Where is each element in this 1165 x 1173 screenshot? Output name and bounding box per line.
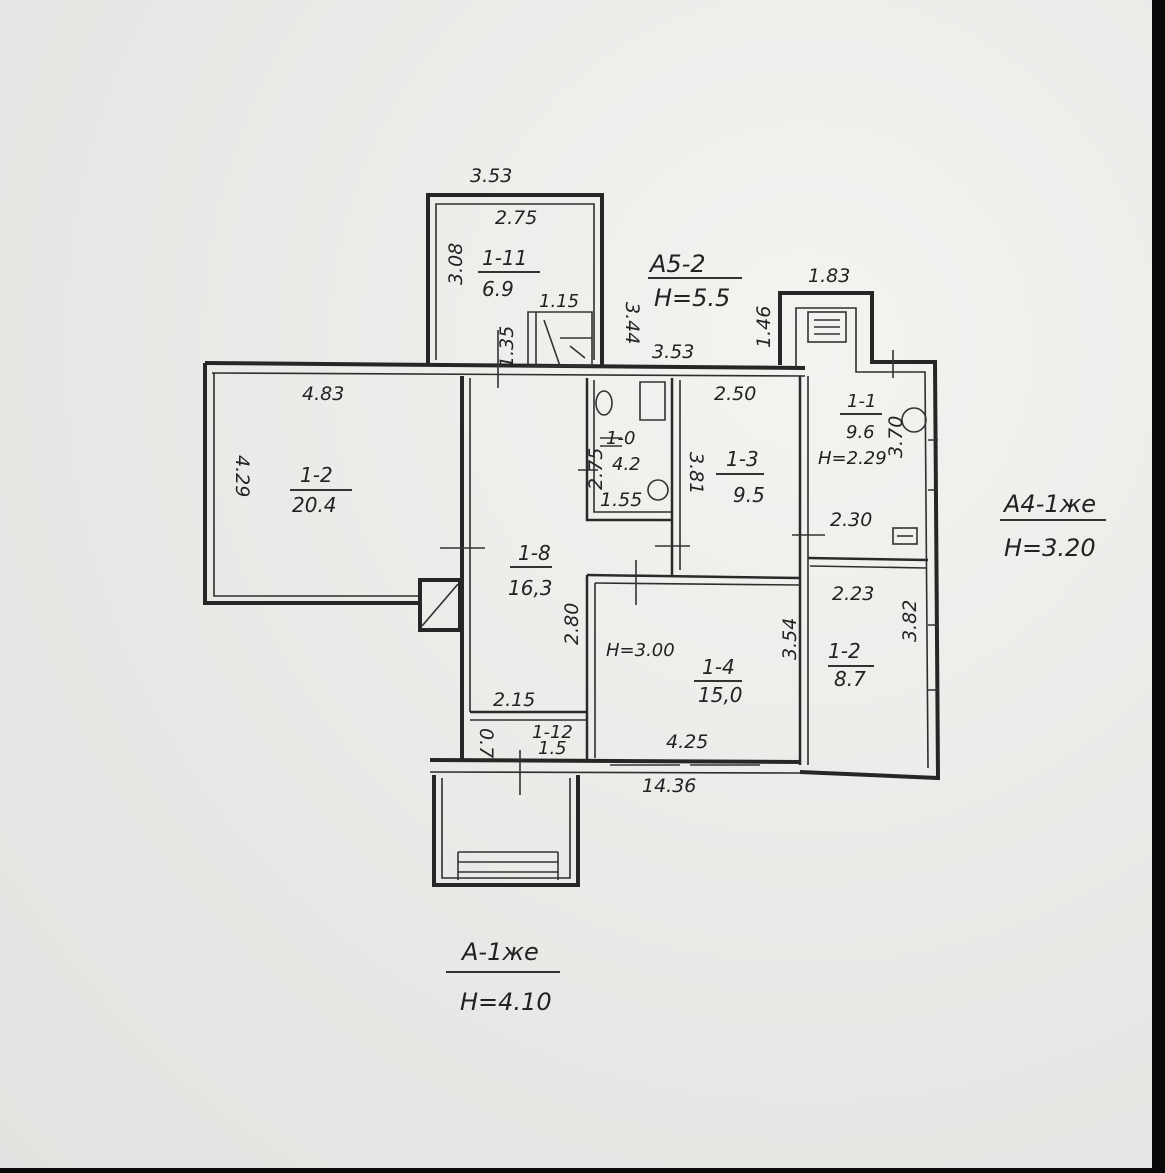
room-east-area: 8.7	[834, 667, 866, 691]
room-1-12-id: 1-12	[532, 722, 573, 743]
annex-right-height: 3.44	[621, 302, 643, 344]
room-1-1-width: 2.30	[830, 509, 872, 531]
room-1-11-id: 1-11	[482, 246, 527, 270]
room-1-4-height-dim: 3.54	[779, 618, 801, 660]
west-inner-wall	[213, 373, 420, 597]
room-west-width: 4.83	[302, 383, 344, 405]
block-a-title: A-1же	[460, 938, 539, 966]
room-1-4-north-wall	[586, 573, 801, 580]
annex-wall	[426, 193, 604, 365]
room-1-3-id: 1-3	[726, 447, 759, 471]
fixtures	[440, 311, 938, 880]
annex-outer-width: 3.53	[470, 165, 512, 187]
tower-height: 1.46	[753, 306, 775, 348]
room-1-11-area: 6.9	[482, 277, 514, 301]
room-1-8-id: 1-8	[518, 541, 551, 565]
annex-inner-width: 2.75	[495, 207, 537, 229]
block-a4-height: H=3.20	[1004, 534, 1096, 562]
meter-box	[892, 527, 918, 545]
bathtub	[639, 381, 666, 421]
west-wall-room-1-2	[203, 363, 420, 605]
room-1-12-depth: 0.7	[475, 728, 497, 758]
room-1-1-id: 1-1	[847, 391, 876, 412]
room-1-3-height: 3.81	[685, 452, 707, 494]
room-1-4-height: H=3.00	[606, 640, 675, 661]
room-1-10-area: 4.2	[612, 454, 641, 475]
porch-steps	[457, 851, 559, 880]
south-wall	[429, 758, 801, 764]
labels: 3.53 2.75 3.08 3.44 1-11 6.9 1.35 1.15 A…	[231, 165, 1106, 1016]
room-east-height: 3.82	[899, 600, 921, 642]
porch-wall	[432, 775, 580, 887]
porch-inner	[441, 778, 571, 879]
room-1-4-area: 15,0	[698, 683, 743, 707]
east-wing-inner	[795, 307, 929, 769]
room-1-10-id: 1-0	[606, 428, 635, 449]
bathroom-width: 1.55	[600, 489, 642, 511]
annex-stair-width: 1.15	[539, 291, 579, 312]
total-length: 14.36	[642, 775, 696, 797]
room-1-4-id: 1-4	[702, 655, 735, 679]
room-1-1-length: 3.70	[885, 416, 907, 458]
walls	[203, 193, 941, 887]
tower-width: 1.83	[808, 265, 850, 287]
bathroom-inner	[593, 380, 672, 513]
corridor-length: 2.80	[561, 603, 583, 645]
corridor-width-top: 3.53	[652, 341, 694, 363]
bathroom-wall	[585, 378, 672, 522]
room-east-id: 1-2	[828, 639, 861, 663]
corridor-bottom-width: 2.15	[493, 689, 535, 711]
room-west-area: 20.4	[292, 493, 337, 517]
annex-stair-lines	[535, 312, 592, 367]
block-a4-title: A4-1же	[1002, 490, 1096, 518]
annex-inner-wall	[435, 203, 595, 360]
south-outer-line	[429, 771, 801, 774]
room-1-1-height: H=2.29	[818, 448, 887, 469]
room-west-id: 1-2	[300, 463, 333, 487]
annex-left-height: 3.08	[445, 243, 467, 285]
room-1-4-width: 4.25	[666, 731, 708, 753]
toilet	[595, 390, 613, 416]
stove-lines	[814, 319, 840, 335]
boiler-1-1	[901, 407, 927, 433]
room-1-1-south-wall	[807, 556, 929, 562]
east-wing-wall	[778, 291, 941, 781]
room-1-3-area: 9.5	[733, 483, 765, 507]
room-1-1-south-inner	[809, 565, 927, 569]
sink	[600, 437, 622, 447]
north-wall	[204, 361, 806, 370]
annex-stair-depth: 1.35	[496, 326, 518, 368]
boiler-fixture	[647, 479, 669, 501]
door-marks	[440, 330, 894, 795]
bathroom-depth: 2.75	[585, 448, 607, 490]
annex-stair	[527, 311, 593, 367]
block-a5-title: A5-2	[648, 250, 706, 278]
east-windows	[928, 439, 938, 691]
stove-box	[807, 311, 847, 343]
room-west-height: 4.29	[231, 455, 253, 497]
chimney-diagonal	[421, 583, 459, 627]
block-a5-height: H=5.5	[654, 284, 730, 312]
north-inner-wall	[211, 372, 806, 377]
room-1-3-width: 2.50	[714, 383, 756, 405]
block-a-height: H=4.10	[460, 988, 552, 1016]
room-1-8-area: 16,3	[508, 576, 553, 600]
room-1-12-area: 1.5	[538, 738, 567, 759]
room-1-1-area: 9.6	[846, 422, 875, 443]
room-east-width: 2.23	[832, 583, 874, 605]
room-1-4-north-inner	[594, 582, 801, 586]
